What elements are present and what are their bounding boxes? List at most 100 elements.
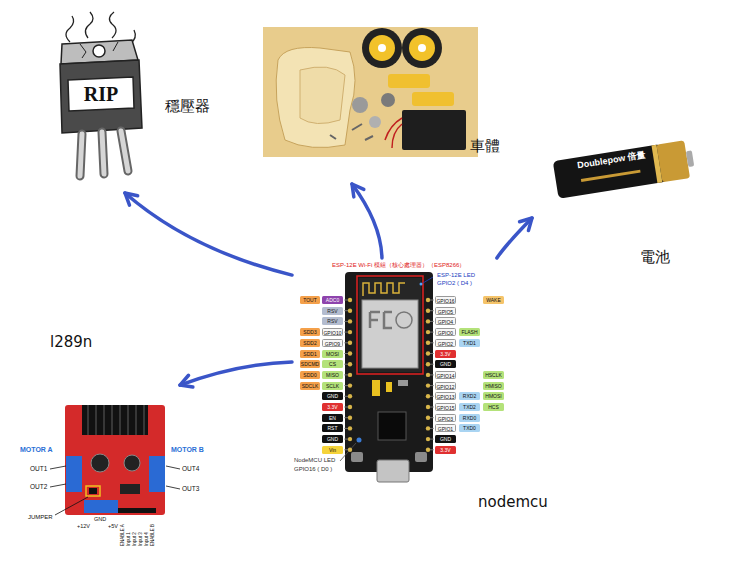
car-chassis-photo bbox=[276, 48, 355, 148]
hand-drawn-arrow bbox=[180, 362, 292, 385]
pin-lead bbox=[344, 396, 434, 397]
pin-caption: Input 4 bbox=[144, 532, 149, 546]
nodemcu-board bbox=[359, 278, 421, 372]
pin-lead bbox=[344, 417, 434, 418]
component-label: nodemcu bbox=[478, 493, 548, 511]
l298n-board bbox=[50, 466, 180, 515]
battery-drawing bbox=[656, 140, 690, 182]
l298n-board bbox=[88, 405, 144, 435]
pin-lead bbox=[344, 353, 434, 354]
pin-hole bbox=[426, 362, 430, 366]
pin-hole bbox=[348, 373, 352, 377]
pin-lead bbox=[344, 364, 434, 365]
pin-label: GPIO5 bbox=[435, 307, 456, 315]
pin-label: TXD1 bbox=[459, 339, 480, 347]
pin-label: GPIO2 bbox=[435, 339, 456, 347]
part-label: OUT4 bbox=[182, 465, 199, 473]
pin-label: WAKE bbox=[483, 296, 504, 304]
component-label: 穩壓器 bbox=[165, 97, 210, 115]
pin-lead bbox=[344, 407, 434, 408]
battery-drawing bbox=[553, 139, 696, 198]
pin-hole bbox=[348, 437, 352, 441]
hand-drawn-arrow bbox=[180, 362, 292, 387]
car-chassis-photo bbox=[362, 28, 402, 68]
l298n-board bbox=[149, 456, 165, 492]
nodemcu-board bbox=[363, 283, 405, 296]
battery-drawing bbox=[686, 150, 694, 167]
pin-hole bbox=[426, 351, 430, 355]
l298n-board bbox=[124, 455, 140, 471]
voltage-regulator-drawing bbox=[80, 131, 128, 176]
pin-hole bbox=[348, 383, 352, 387]
pin-caption: Input 2 bbox=[132, 532, 137, 546]
voltage-regulator-drawing bbox=[68, 77, 134, 111]
pin-label: GPIO10 bbox=[322, 328, 343, 336]
l298n-board bbox=[50, 405, 180, 515]
pin-hole bbox=[426, 319, 430, 323]
pin-label: 3.3V bbox=[435, 446, 456, 454]
pin-header bbox=[344, 298, 434, 452]
pin-label: GPIO1 bbox=[435, 424, 456, 432]
pin-label: EN bbox=[322, 414, 343, 422]
pin-label: 3.3V bbox=[435, 350, 456, 358]
pin-hole bbox=[426, 298, 430, 302]
pin-hole bbox=[348, 351, 352, 355]
pin-label: SDD1 bbox=[300, 350, 320, 358]
car-chassis-photo bbox=[402, 110, 466, 150]
car-chassis-photo bbox=[409, 35, 435, 61]
pin-label: GPIO16 bbox=[435, 296, 456, 304]
pin-lead bbox=[344, 449, 434, 450]
nodemcu-board bbox=[351, 452, 363, 462]
pin-label: GPIO3 bbox=[435, 414, 456, 422]
pin-label: GPIO13 bbox=[435, 392, 456, 400]
hand-drawn-arrow bbox=[125, 193, 292, 275]
car-chassis-photo bbox=[385, 118, 402, 148]
component-node: 穩壓器 bbox=[45, 25, 220, 193]
pin-label: RSV bbox=[322, 317, 343, 325]
part-label: MOTOR A bbox=[20, 446, 53, 454]
nodemcu-board bbox=[420, 283, 423, 286]
part-label: +12V bbox=[77, 523, 90, 530]
pin-hole bbox=[426, 309, 430, 313]
pin-label: ADC0 bbox=[322, 296, 343, 304]
pin-label: HMOSI bbox=[483, 392, 504, 400]
pin-label: GPIO14 bbox=[435, 371, 456, 379]
pin-label: TXD2 bbox=[459, 403, 480, 411]
component-label: 車體 bbox=[470, 137, 500, 155]
pin-label: HMISO bbox=[483, 382, 504, 390]
pin-lead bbox=[344, 374, 434, 375]
nodemcu-board bbox=[357, 438, 362, 443]
car-chassis-photo bbox=[402, 28, 442, 68]
pin-lead bbox=[344, 385, 434, 386]
nodemcu-board bbox=[370, 312, 392, 328]
hand-drawn-arrow bbox=[497, 218, 532, 258]
pin-label: CS bbox=[322, 360, 343, 368]
nodemcu-board bbox=[345, 272, 433, 472]
car-chassis-photo bbox=[381, 93, 395, 107]
car-chassis-photo bbox=[330, 124, 373, 140]
pin-hole bbox=[426, 341, 430, 345]
l298n-board bbox=[66, 456, 82, 492]
hand-drawn-arrow bbox=[497, 218, 532, 258]
pin-hole bbox=[426, 416, 430, 420]
voltage-regulator-drawing bbox=[60, 60, 142, 133]
part-label: OUT3 bbox=[182, 485, 199, 493]
arrow-head bbox=[352, 184, 364, 197]
pin-label: TXD0 bbox=[459, 424, 480, 432]
battery-drawing bbox=[581, 170, 641, 182]
pin-hole bbox=[348, 309, 352, 313]
nodemcu-board bbox=[415, 452, 427, 462]
part-label: NodeMCU LED bbox=[294, 457, 335, 464]
pin-label: SDCMD bbox=[300, 360, 320, 368]
battery-drawing bbox=[652, 145, 663, 183]
component-node: 車體 bbox=[260, 24, 508, 184]
pin-hole bbox=[348, 426, 352, 430]
car-chassis-photo bbox=[352, 97, 368, 113]
car-chassis-photo bbox=[263, 27, 478, 157]
part-label: ESP-12E Wi-Fi 模組（核心處理器）（ESP8266） bbox=[332, 262, 465, 269]
car-chassis-photo bbox=[369, 35, 395, 61]
nodemcu-board bbox=[396, 312, 412, 328]
pin-lead bbox=[344, 300, 434, 301]
nodemcu-board bbox=[357, 276, 423, 374]
hand-drawn-arrow bbox=[352, 184, 382, 258]
